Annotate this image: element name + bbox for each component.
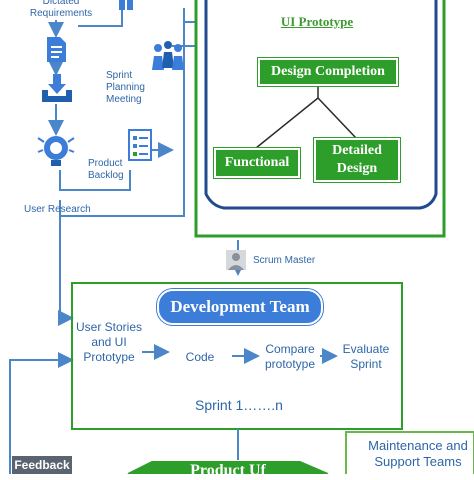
product-box-top (127, 461, 329, 474)
ui-prototype-inner-frame (204, 0, 438, 210)
design-completion-box: Design Completion (258, 58, 398, 86)
download-tray-icon (42, 74, 72, 102)
label-dictated-requirements: Dictated Requirements (29, 0, 93, 19)
connector-brain-to-backlog (59, 170, 131, 191)
label-user-research: User Research (24, 204, 91, 215)
label-sprint-planning-meeting: Sprint Planning Meeting (106, 70, 145, 105)
maintenance-box-frame (345, 431, 474, 474)
flow-compare-prototype: Compare prototype (264, 342, 316, 371)
flow-code: Code (185, 350, 215, 364)
people-icon (152, 41, 184, 70)
ui-prototype-title: UI Prototype (280, 14, 354, 29)
backlog-list-icon (128, 129, 152, 161)
label-product-backlog: Product Backlog (88, 158, 124, 181)
functional-box: Functional (214, 148, 300, 178)
brain-lightbulb-icon (37, 136, 75, 166)
document-icon (119, 0, 133, 10)
detailed-design-box: Detailed Design (314, 138, 400, 182)
connector-research-to-dev (58, 216, 74, 326)
connector-user-research (59, 8, 185, 217)
connector-feedback-loop (9, 352, 74, 474)
ui-prototype-frame (194, 0, 446, 238)
flow-evaluate-sprint: Evaluate Sprint (342, 342, 390, 371)
flow-user-stories: User Stories and UI Prototype (75, 320, 143, 364)
document-icon (47, 37, 66, 62)
maintenance-support-box: Maintenance and Support Teams (368, 438, 468, 469)
label-scrum-master: Scrum Master (253, 255, 316, 266)
feedback-box: Feedback (12, 456, 72, 474)
development-team-title: Development Team (157, 289, 323, 325)
tree-design-to-functional (255, 84, 319, 149)
user-avatar-icon (226, 250, 246, 270)
tree-design-to-detailed (317, 97, 357, 139)
product-box-label: Product Uf (190, 462, 266, 479)
sprint-range: Sprint 1…….n (195, 397, 283, 413)
